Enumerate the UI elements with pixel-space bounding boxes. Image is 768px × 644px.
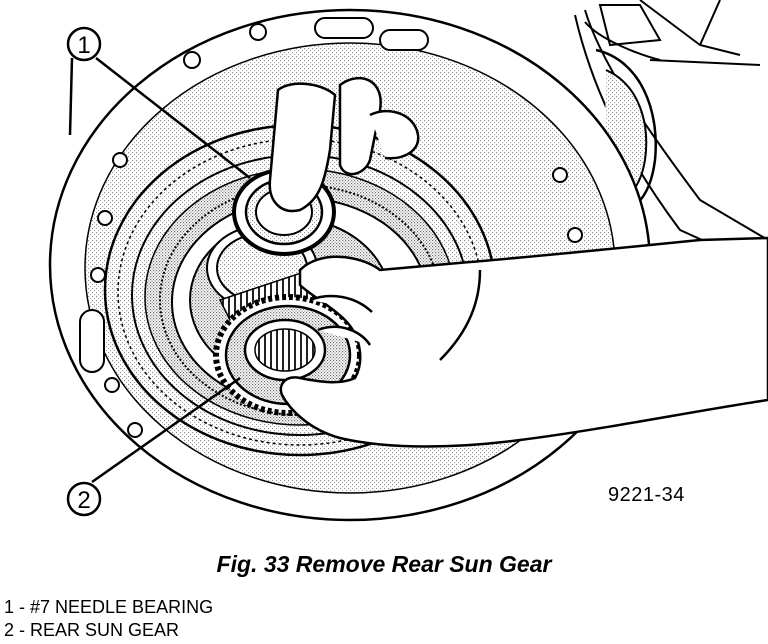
drawing-number: 9221-34 xyxy=(608,484,685,506)
upper-hand xyxy=(268,76,420,213)
rear-sun-gear-illustration: 1 2 xyxy=(48,0,768,522)
callout-2: 2 xyxy=(66,481,102,517)
legend-item-1: 1 - #7 NEEDLE BEARING xyxy=(4,597,214,617)
callout-2-number: 2 xyxy=(77,487,90,514)
lower-hand xyxy=(279,236,768,448)
figure-caption: Fig. 33 Remove Rear Sun Gear xyxy=(216,551,552,577)
callout-1: 1 xyxy=(66,26,102,62)
leader-lines xyxy=(68,57,251,484)
legend-item-2: 2 - REAR SUN GEAR xyxy=(4,620,180,640)
callout-1-number: 1 xyxy=(77,32,90,59)
callout-legend: 1 - #7 NEEDLE BEARING 2 - REAR SUN GEAR xyxy=(4,596,213,642)
